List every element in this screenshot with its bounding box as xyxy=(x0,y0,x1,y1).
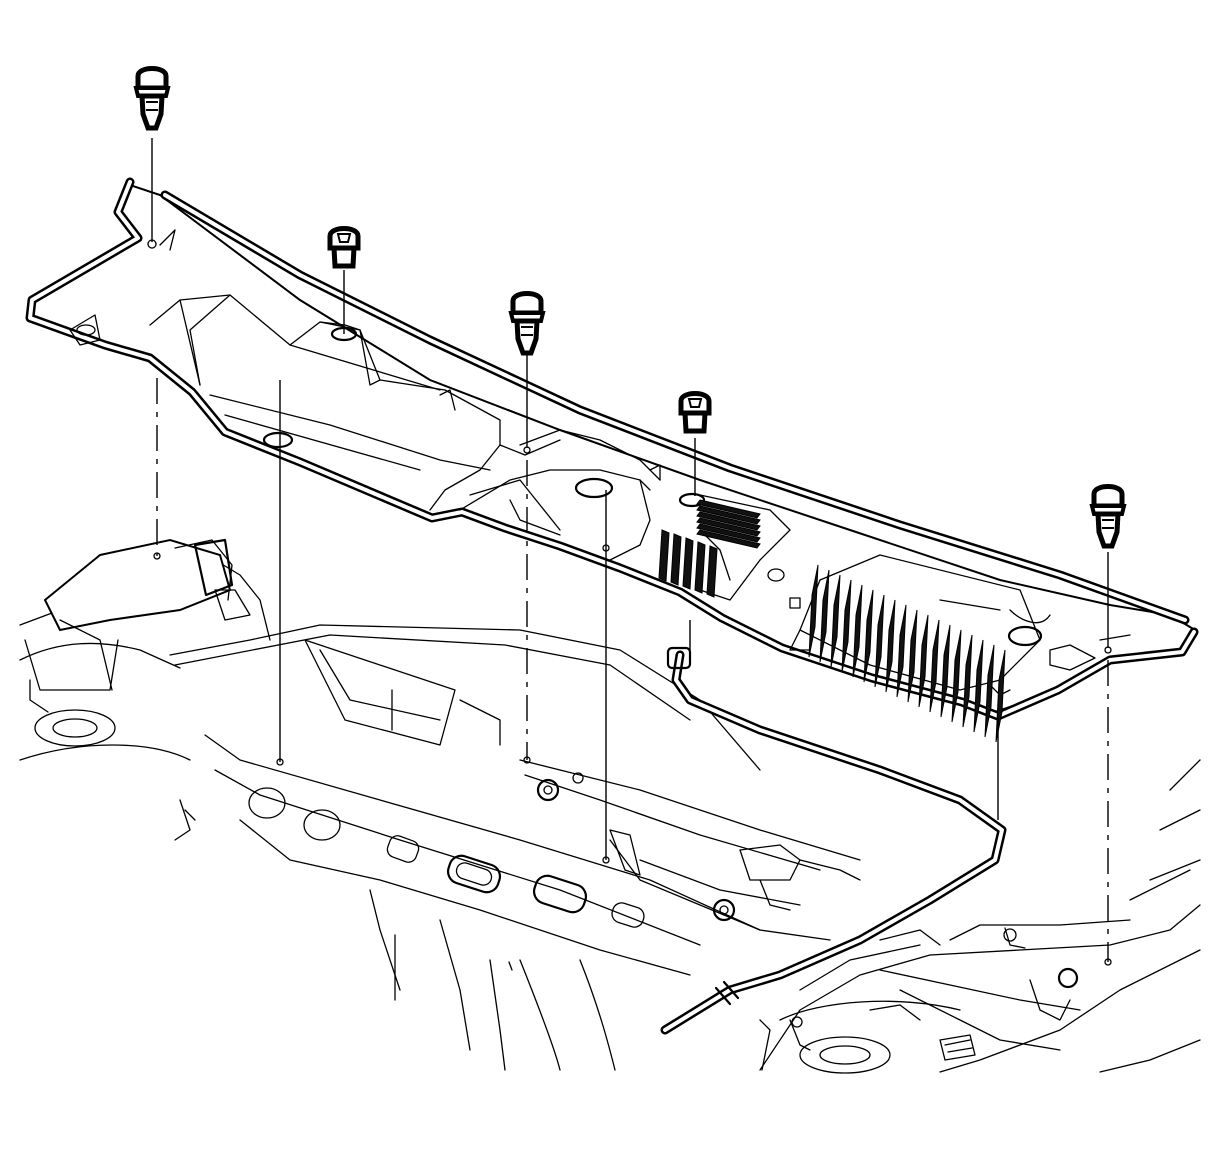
push-pin-5-icon xyxy=(1089,484,1127,549)
vent-slat xyxy=(658,529,670,582)
vent-slat xyxy=(918,614,929,708)
vent-slat xyxy=(984,644,995,738)
fasteners xyxy=(133,66,1127,549)
vent-slat xyxy=(962,634,973,728)
vent-slats-right xyxy=(808,564,1006,743)
vent-slat xyxy=(696,505,761,525)
vent-slat xyxy=(874,594,885,688)
vent-slat xyxy=(696,511,761,531)
vent-slat xyxy=(973,639,984,733)
vent-slat xyxy=(670,533,682,586)
vent-slat xyxy=(896,604,907,698)
vent-slat xyxy=(819,569,830,663)
push-pin-1-icon xyxy=(133,66,171,131)
washer-hose xyxy=(660,620,1007,1035)
vent-slat xyxy=(951,629,962,723)
vent-slat xyxy=(694,541,706,594)
vent-slat xyxy=(696,517,761,537)
vent-slat xyxy=(682,537,694,590)
vent-slat xyxy=(841,579,852,673)
push-pin-2-icon xyxy=(327,226,361,269)
push-pin-3-icon xyxy=(508,291,546,356)
vent-slat xyxy=(929,619,940,713)
alignment-guides xyxy=(147,138,1112,966)
vent-slat xyxy=(940,624,951,718)
vent-slat xyxy=(852,584,863,678)
vent-slat xyxy=(696,523,761,543)
vent-slat xyxy=(863,589,874,683)
vent-slat xyxy=(696,499,761,519)
vent-slats-left xyxy=(658,529,718,598)
vent-slat xyxy=(885,599,896,693)
vent-slat xyxy=(808,564,819,658)
vent-slats-middle xyxy=(696,499,761,549)
vent-slat xyxy=(907,609,918,703)
push-pin-4-icon xyxy=(678,391,712,434)
vent-slat xyxy=(696,529,761,549)
vent-slat xyxy=(706,545,718,598)
cowl-vent-grille-panel xyxy=(25,177,1199,743)
vent-slat xyxy=(830,574,841,668)
vehicle-body-structure xyxy=(19,538,1201,1074)
